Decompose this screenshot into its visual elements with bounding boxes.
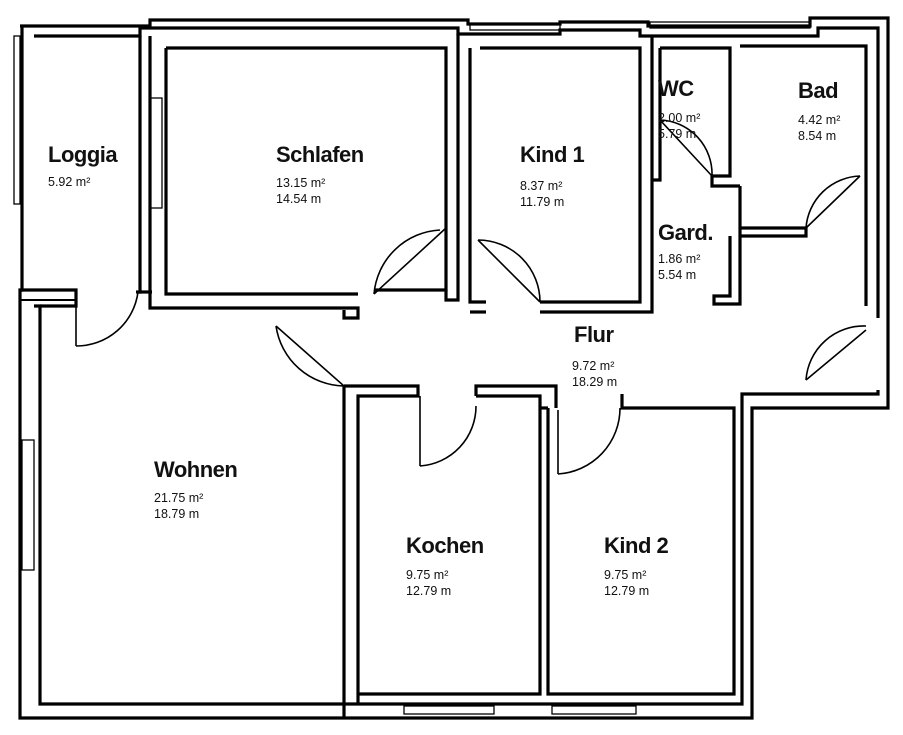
window-kind2	[551, 705, 637, 715]
room-area: 9.72 m²	[572, 359, 614, 373]
room-kind1: Kind 1 8.37 m² 11.79 m	[520, 142, 585, 209]
kind1-east	[540, 36, 654, 314]
kind1-walls	[468, 48, 486, 304]
room-area: 21.75 m²	[154, 491, 203, 505]
room-name: Loggia	[48, 142, 118, 167]
loggia-south-wall	[20, 288, 78, 308]
room-loggia: Loggia 5.92 m²	[48, 142, 119, 189]
kind1-walls-inner	[480, 46, 642, 304]
door-kochen	[419, 396, 477, 467]
walls	[18, 16, 890, 720]
door-schlafen	[373, 227, 447, 295]
schlafen-outer-left	[148, 36, 360, 320]
room-gard: Gard. 1.86 m² 5.54 m	[658, 220, 713, 282]
window-wc	[649, 21, 811, 29]
room-perimeter: 5.54 m	[658, 268, 696, 282]
room-area: 5.92 m²	[48, 175, 90, 189]
window-kochen	[403, 705, 495, 715]
door-kind2	[557, 407, 621, 475]
door-loggia	[75, 291, 139, 347]
door-wohnen	[275, 325, 345, 387]
room-bad: Bad 4.42 m² 8.54 m	[798, 78, 840, 143]
room-area: 2.00 m²	[658, 111, 700, 125]
loggia-east-wall	[138, 36, 142, 294]
door-wc	[659, 119, 713, 177]
bad-south	[740, 226, 808, 238]
flur-south-wall-top	[344, 384, 420, 704]
window-schlafen	[149, 97, 163, 209]
window-loggia	[13, 35, 21, 205]
room-name: Schlafen	[276, 142, 364, 167]
doors	[75, 119, 867, 475]
room-area: 4.42 m²	[798, 113, 840, 127]
room-name: Bad	[798, 78, 838, 103]
room-name: Wohnen	[154, 457, 237, 482]
room-area: 9.75 m²	[406, 568, 448, 582]
door-kind1	[477, 239, 541, 303]
gard-walls	[712, 186, 742, 306]
schlafen-wall-left	[164, 48, 358, 296]
room-perimeter: 11.79 m	[520, 195, 564, 209]
room-area: 8.37 m²	[520, 179, 562, 193]
room-perimeter: 5.79 m	[658, 127, 696, 141]
room-area: 13.15 m²	[276, 176, 325, 190]
room-name: WC	[658, 76, 694, 101]
room-labels: Loggia 5.92 m² Schlafen 13.15 m² 14.54 m…	[48, 76, 840, 598]
kind2-walls	[546, 394, 736, 696]
room-name: Kind 2	[604, 533, 668, 558]
outer-wall-inner-line	[34, 26, 880, 318]
wc-left	[652, 48, 662, 182]
room-perimeter: 18.29 m	[572, 375, 617, 389]
schlafen-east-outer	[444, 34, 460, 302]
room-schlafen: Schlafen 13.15 m² 14.54 m	[276, 142, 364, 206]
door-flur-entry	[805, 325, 867, 381]
windows	[13, 21, 811, 715]
bad-walls	[740, 44, 868, 306]
room-area: 1.86 m²	[658, 252, 700, 266]
wc-walls	[660, 46, 740, 188]
room-name: Kochen	[406, 533, 484, 558]
room-name: Flur	[574, 322, 614, 347]
room-wc: WC 2.00 m² 5.79 m	[658, 76, 700, 141]
room-area: 9.75 m²	[604, 568, 646, 582]
window-kind1	[469, 23, 561, 31]
room-perimeter: 12.79 m	[406, 584, 451, 598]
room-perimeter: 8.54 m	[798, 129, 836, 143]
room-perimeter: 14.54 m	[276, 192, 321, 206]
schlafen-wall	[166, 46, 448, 292]
room-name: Kind 1	[520, 142, 584, 167]
room-wohnen: Wohnen 21.75 m² 18.79 m	[154, 457, 238, 521]
room-kind2: Kind 2 9.75 m² 12.79 m	[604, 533, 669, 598]
room-kochen: Kochen 9.75 m² 12.79 m	[406, 533, 484, 598]
kochen-top-right	[474, 384, 558, 408]
door-bad	[805, 175, 861, 229]
window-wohnen	[21, 439, 35, 571]
room-perimeter: 18.79 m	[154, 507, 199, 521]
room-perimeter: 12.79 m	[604, 584, 649, 598]
room-flur: Flur 9.72 m² 18.29 m	[572, 322, 617, 389]
kochen-walls	[358, 394, 542, 696]
room-name: Gard.	[658, 220, 713, 245]
